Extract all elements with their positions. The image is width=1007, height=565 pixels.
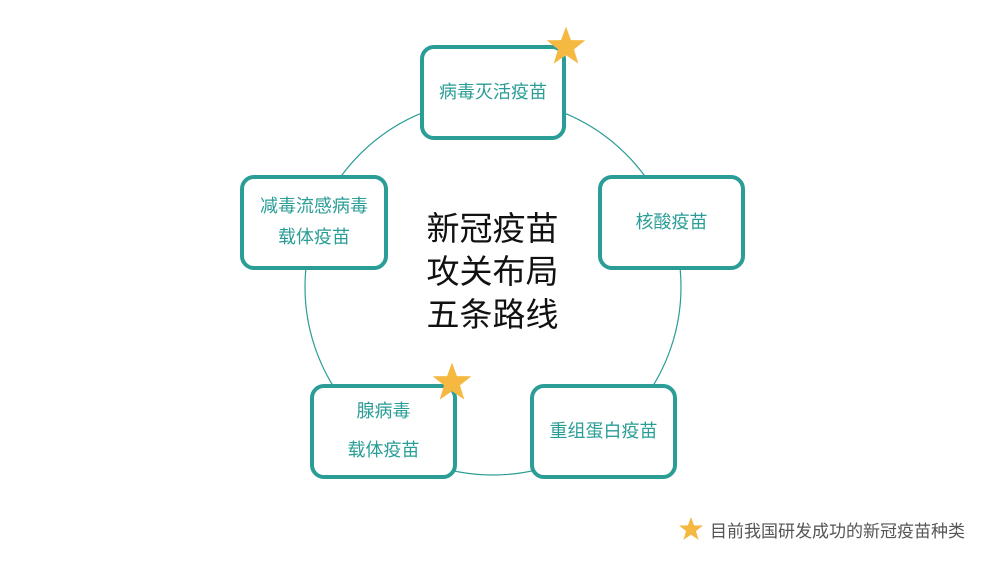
route-label: 病毒灭活疫苗 <box>439 81 547 103</box>
route-node-influenza: 减毒流感病毒 载体疫苗 <box>240 175 388 270</box>
route-label: 核酸疫苗 <box>635 211 708 233</box>
legend-label: 目前我国研发成功的新冠疫苗种类 <box>710 521 965 542</box>
center-title: 新冠疫苗 攻关布局 五条路线 <box>410 207 575 336</box>
star-icon <box>432 362 472 400</box>
route-node-inactivated: 病毒灭活疫苗 <box>420 45 566 140</box>
center-title-line: 攻关布局 <box>426 252 559 291</box>
route-label: 重组蛋白疫苗 <box>549 420 658 442</box>
star-icon <box>546 26 586 64</box>
route-label: 载体疫苗 <box>347 439 420 461</box>
center-title-line: 五条路线 <box>426 295 559 334</box>
route-label: 减毒流感病毒 <box>260 195 368 217</box>
star-icon <box>679 517 703 540</box>
route-node-recombinant: 重组蛋白疫苗 <box>530 384 677 479</box>
route-label: 腺病毒 <box>356 400 411 422</box>
route-node-adenovirus: 腺病毒 载体疫苗 <box>310 384 457 479</box>
legend: 目前我国研发成功的新冠疫苗种类 <box>678 514 965 544</box>
center-title-line: 新冠疫苗 <box>426 209 559 248</box>
route-node-nucleic: 核酸疫苗 <box>598 175 745 270</box>
route-label: 载体疫苗 <box>278 226 350 248</box>
